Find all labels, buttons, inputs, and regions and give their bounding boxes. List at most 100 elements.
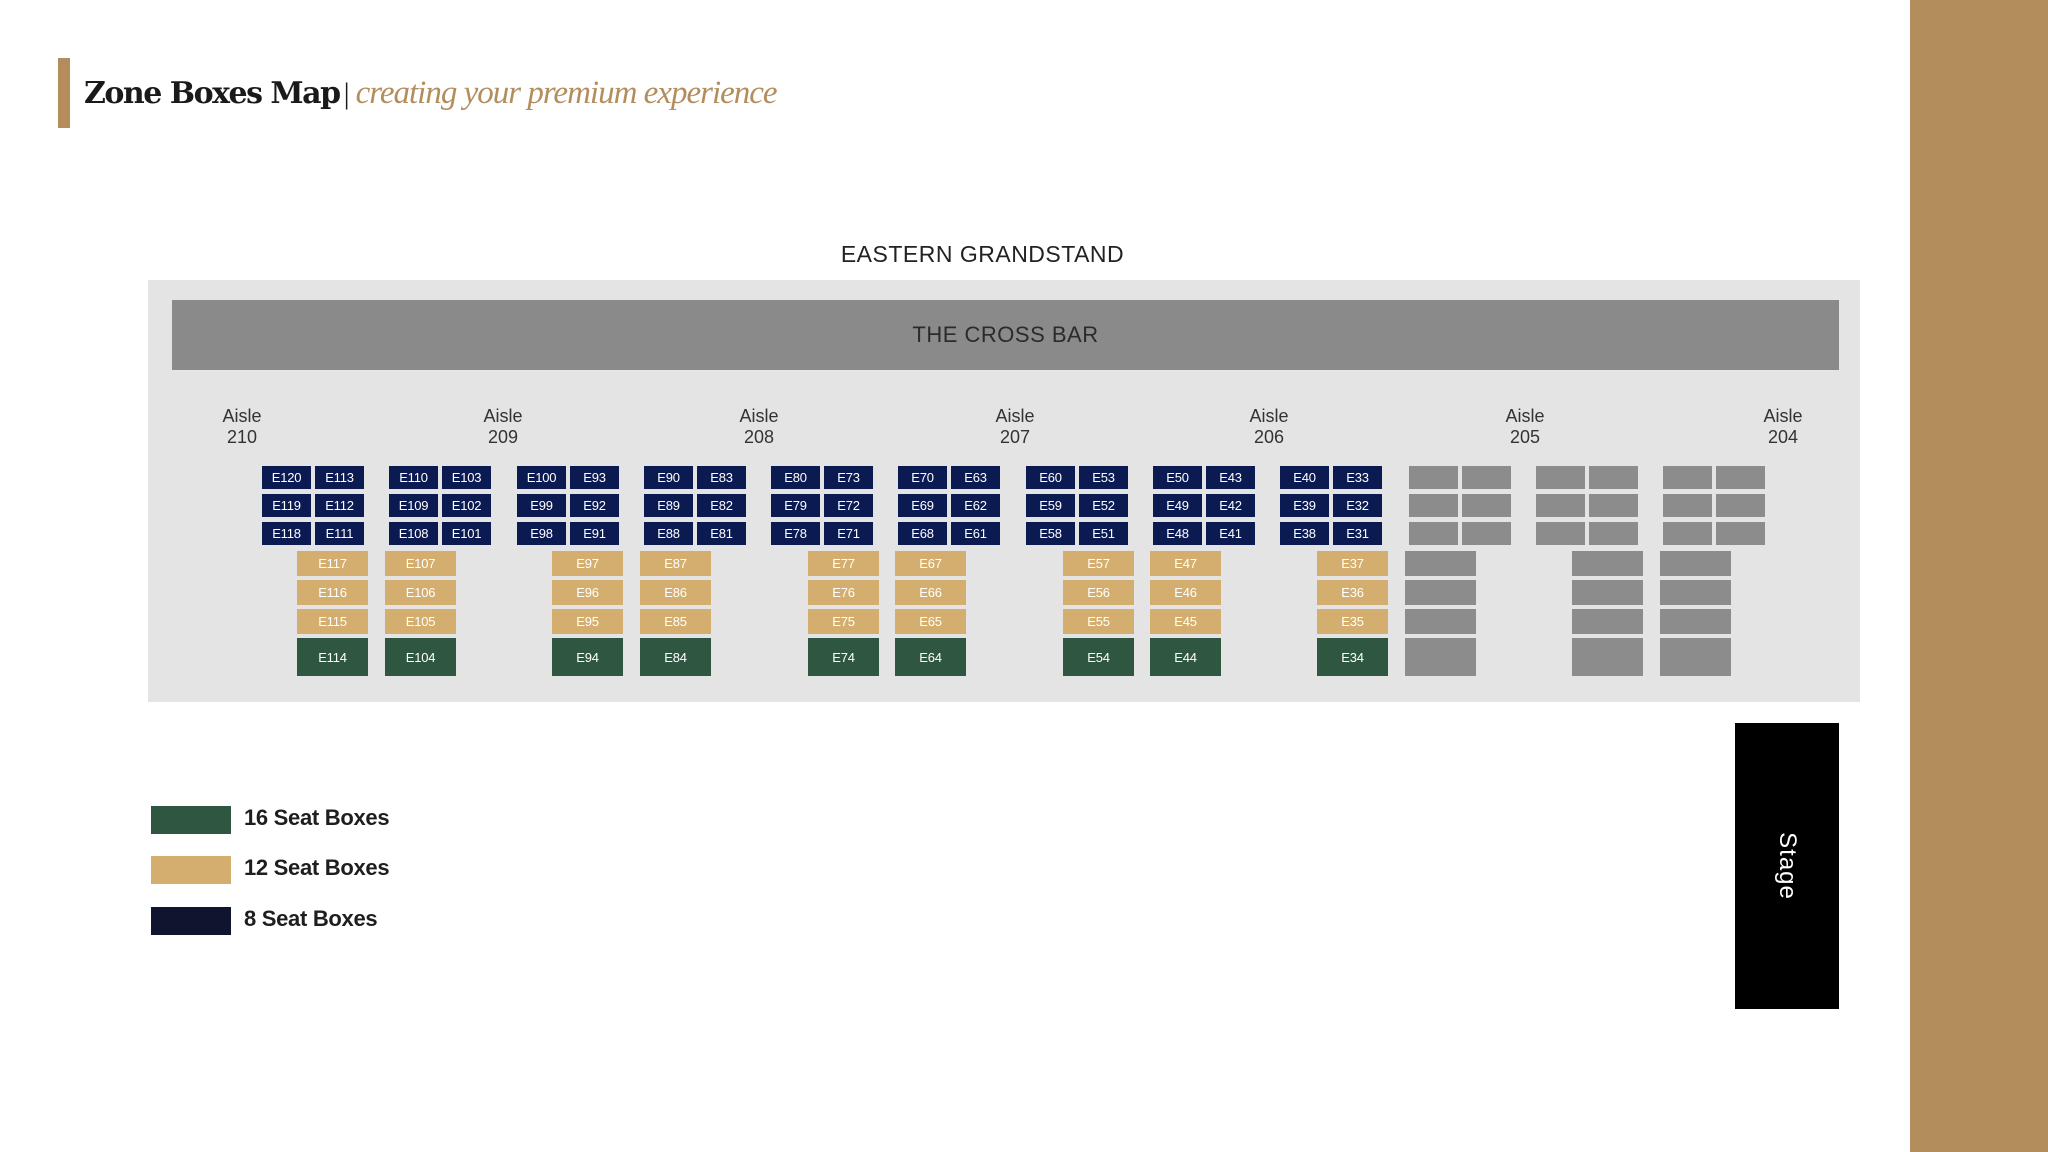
box-12-seat[interactable]: E37 <box>1317 551 1388 576</box>
box-12-seat[interactable]: E45 <box>1150 609 1221 634</box>
legend-swatch <box>151 907 231 935</box>
box-12-seat[interactable]: E67 <box>895 551 966 576</box>
box-12-seat[interactable]: E65 <box>895 609 966 634</box>
box-12-seat[interactable]: E57 <box>1063 551 1134 576</box>
box-8-seat[interactable]: E120 <box>262 466 311 489</box>
title-main: Zone Boxes Map <box>84 76 341 111</box>
unavailable-box <box>1716 522 1765 545</box>
box-8-seat[interactable]: E49 <box>1153 494 1202 517</box>
box-16-seat[interactable]: E64 <box>895 638 966 676</box>
box-8-seat[interactable]: E32 <box>1333 494 1382 517</box>
box-12-seat[interactable]: E56 <box>1063 580 1134 605</box>
box-12-seat[interactable]: E47 <box>1150 551 1221 576</box>
box-8-seat[interactable]: E113 <box>315 466 364 489</box>
box-8-seat[interactable]: E108 <box>389 522 438 545</box>
box-8-seat[interactable]: E82 <box>697 494 746 517</box>
box-8-seat[interactable]: E62 <box>951 494 1000 517</box>
box-8-seat[interactable]: E63 <box>951 466 1000 489</box>
box-16-seat[interactable]: E54 <box>1063 638 1134 676</box>
box-12-seat[interactable]: E106 <box>385 580 456 605</box>
box-12-seat[interactable]: E96 <box>552 580 623 605</box>
box-8-seat[interactable]: E40 <box>1280 466 1329 489</box>
box-12-seat[interactable]: E105 <box>385 609 456 634</box>
box-8-seat[interactable]: E38 <box>1280 522 1329 545</box>
box-8-seat[interactable]: E59 <box>1026 494 1075 517</box>
box-16-seat[interactable]: E44 <box>1150 638 1221 676</box>
box-8-seat[interactable]: E110 <box>389 466 438 489</box>
box-8-seat[interactable]: E99 <box>517 494 566 517</box>
box-16-seat[interactable]: E94 <box>552 638 623 676</box>
box-12-seat[interactable]: E85 <box>640 609 711 634</box>
box-12-seat[interactable]: E35 <box>1317 609 1388 634</box>
box-8-seat[interactable]: E70 <box>898 466 947 489</box>
box-12-seat[interactable]: E36 <box>1317 580 1388 605</box>
aisle-word: Aisle <box>739 406 779 426</box>
box-8-seat[interactable]: E80 <box>771 466 820 489</box>
box-8-seat[interactable]: E92 <box>570 494 619 517</box>
box-16-seat[interactable]: E34 <box>1317 638 1388 676</box>
box-8-seat[interactable]: E69 <box>898 494 947 517</box>
box-8-seat[interactable]: E68 <box>898 522 947 545</box>
box-8-seat[interactable]: E90 <box>644 466 693 489</box>
box-12-seat[interactable]: E107 <box>385 551 456 576</box>
box-8-seat[interactable]: E89 <box>644 494 693 517</box>
box-8-seat[interactable]: E100 <box>517 466 566 489</box>
box-16-seat[interactable]: E74 <box>808 638 879 676</box>
box-8-seat[interactable]: E60 <box>1026 466 1075 489</box>
box-8-seat[interactable]: E50 <box>1153 466 1202 489</box>
box-12-seat[interactable]: E116 <box>297 580 368 605</box>
box-8-seat[interactable]: E71 <box>824 522 873 545</box>
box-12-seat[interactable]: E77 <box>808 551 879 576</box>
box-8-seat[interactable]: E93 <box>570 466 619 489</box>
box-8-seat[interactable]: E81 <box>697 522 746 545</box>
unavailable-box <box>1536 466 1585 489</box>
box-12-seat[interactable]: E86 <box>640 580 711 605</box>
box-8-seat[interactable]: E91 <box>570 522 619 545</box>
box-12-seat[interactable]: E46 <box>1150 580 1221 605</box>
box-16-seat[interactable]: E104 <box>385 638 456 676</box>
box-16-seat[interactable]: E114 <box>297 638 368 676</box>
box-8-seat[interactable]: E61 <box>951 522 1000 545</box>
box-8-seat[interactable]: E51 <box>1079 522 1128 545</box>
box-8-seat[interactable]: E112 <box>315 494 364 517</box>
box-8-seat[interactable]: E52 <box>1079 494 1128 517</box>
box-8-seat[interactable]: E111 <box>315 522 364 545</box>
box-8-seat[interactable]: E39 <box>1280 494 1329 517</box>
cross-bar: THE CROSS BAR <box>172 300 1839 370</box>
box-8-seat[interactable]: E41 <box>1206 522 1255 545</box>
box-8-seat[interactable]: E109 <box>389 494 438 517</box>
box-12-seat[interactable]: E97 <box>552 551 623 576</box>
cross-bar-label: THE CROSS BAR <box>912 322 1099 347</box>
box-8-seat[interactable]: E101 <box>442 522 491 545</box>
box-8-seat[interactable]: E103 <box>442 466 491 489</box>
box-8-seat[interactable]: E48 <box>1153 522 1202 545</box>
box-8-seat[interactable]: E72 <box>824 494 873 517</box>
box-8-seat[interactable]: E102 <box>442 494 491 517</box>
box-8-seat[interactable]: E31 <box>1333 522 1382 545</box>
box-8-seat[interactable]: E118 <box>262 522 311 545</box>
box-8-seat[interactable]: E78 <box>771 522 820 545</box>
box-8-seat[interactable]: E43 <box>1206 466 1255 489</box>
unavailable-box <box>1405 580 1476 605</box>
box-8-seat[interactable]: E88 <box>644 522 693 545</box>
box-8-seat[interactable]: E33 <box>1333 466 1382 489</box>
box-12-seat[interactable]: E95 <box>552 609 623 634</box>
box-12-seat[interactable]: E75 <box>808 609 879 634</box>
box-12-seat[interactable]: E117 <box>297 551 368 576</box>
box-8-seat[interactable]: E42 <box>1206 494 1255 517</box>
box-16-seat[interactable]: E84 <box>640 638 711 676</box>
box-8-seat[interactable]: E79 <box>771 494 820 517</box>
unavailable-box <box>1405 609 1476 634</box>
box-12-seat[interactable]: E115 <box>297 609 368 634</box>
box-8-seat[interactable]: E58 <box>1026 522 1075 545</box>
box-8-seat[interactable]: E53 <box>1079 466 1128 489</box>
box-12-seat[interactable]: E55 <box>1063 609 1134 634</box>
box-8-seat[interactable]: E98 <box>517 522 566 545</box>
box-8-seat[interactable]: E73 <box>824 466 873 489</box>
box-12-seat[interactable]: E76 <box>808 580 879 605</box>
box-8-seat[interactable]: E119 <box>262 494 311 517</box>
box-12-seat[interactable]: E87 <box>640 551 711 576</box>
box-8-seat[interactable]: E83 <box>697 466 746 489</box>
box-12-seat[interactable]: E66 <box>895 580 966 605</box>
